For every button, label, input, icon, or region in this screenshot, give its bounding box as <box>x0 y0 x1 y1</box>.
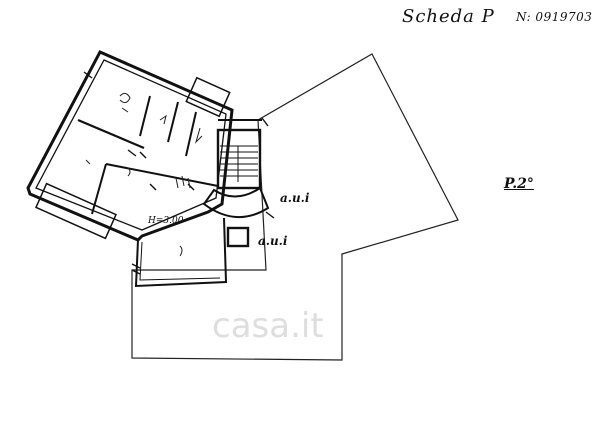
aui-label-lower: a.u.i <box>258 234 288 248</box>
room-scribbles <box>85 92 203 257</box>
sheet-title: Scheda P <box>402 6 495 27</box>
sheet-number: N: 0919703 <box>516 10 593 24</box>
landing <box>202 186 270 219</box>
shaft <box>226 226 250 248</box>
aui-label-upper: a.u.i <box>280 191 310 205</box>
apartment-block <box>26 50 234 242</box>
lower-room <box>134 217 228 288</box>
floor-label: P.2° <box>504 176 534 192</box>
stairwell <box>216 119 262 190</box>
wall-ticks <box>83 71 275 275</box>
terrace-outline <box>131 53 459 361</box>
room-height-label: H=3.00 <box>148 216 184 226</box>
watermark: casa.it <box>212 306 324 346</box>
